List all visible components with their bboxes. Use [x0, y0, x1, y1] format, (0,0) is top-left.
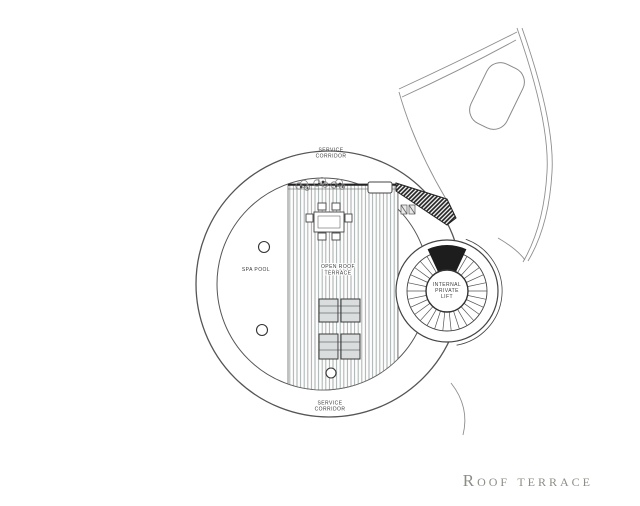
sail-left-edge: [398, 91, 447, 200]
sail-right-curve-outer: [516, 27, 548, 263]
loungers: [318, 298, 361, 360]
internal-private-lift-label: PRIVATE: [435, 288, 459, 294]
equipment-box-line: [408, 204, 416, 215]
open-roof-terrace-label: OPEN ROOF: [321, 264, 355, 270]
lower-right-arc: [450, 382, 466, 436]
lounger: [318, 333, 339, 360]
service-corridor-top-label: SERVICE: [318, 148, 343, 154]
room-labels: SERVICE CORRIDOR OPEN ROOF TERRACE SPA P…: [242, 148, 461, 413]
chair: [344, 213, 353, 223]
columns: [255, 240, 337, 379]
chair: [317, 202, 327, 211]
sail-right-curve-inner: [521, 27, 553, 262]
column: [257, 240, 271, 254]
chair: [331, 232, 341, 241]
column: [325, 367, 337, 379]
sail-top-curve-outer: [398, 31, 518, 90]
adjacent-structure-curves: [398, 27, 553, 436]
internal-private-lift-label: LIFT: [441, 294, 453, 300]
open-roof-terrace-label: TERRACE: [324, 271, 351, 277]
chair: [305, 213, 314, 223]
stair-landing: [427, 245, 467, 272]
spa-pool-label: SPA POOL: [242, 267, 270, 273]
planter-box: [367, 181, 393, 194]
stair-tower: [395, 238, 503, 346]
lounger: [340, 298, 361, 323]
service-corridor-bottom-label: SERVICE: [317, 401, 342, 407]
equipment-box-line: [400, 204, 408, 215]
service-corridor-top-label: CORRIDOR: [316, 154, 347, 160]
dining-table-inner: [317, 215, 341, 229]
tower-outer-arc: [456, 238, 503, 346]
lounger: [318, 298, 339, 323]
chair: [317, 232, 327, 241]
drawing-title: Roof terrace: [463, 471, 593, 490]
sail-top-curve-inner: [401, 39, 517, 98]
dining-set: [305, 202, 353, 241]
link-bridge-hatch: [395, 182, 457, 226]
equipment-boxes: [400, 204, 416, 215]
column: [255, 323, 269, 337]
deck-surface: [287, 183, 399, 391]
window-seat-shape: [469, 62, 525, 130]
stair-steps: [407, 256, 487, 331]
tower-link-arc: [497, 237, 526, 261]
lift-core: [425, 269, 469, 313]
lounger: [340, 333, 361, 360]
internal-private-lift-label: INTERNAL: [433, 282, 461, 288]
service-corridor-bottom-label: CORRIDOR: [315, 407, 346, 413]
chair: [331, 202, 341, 211]
